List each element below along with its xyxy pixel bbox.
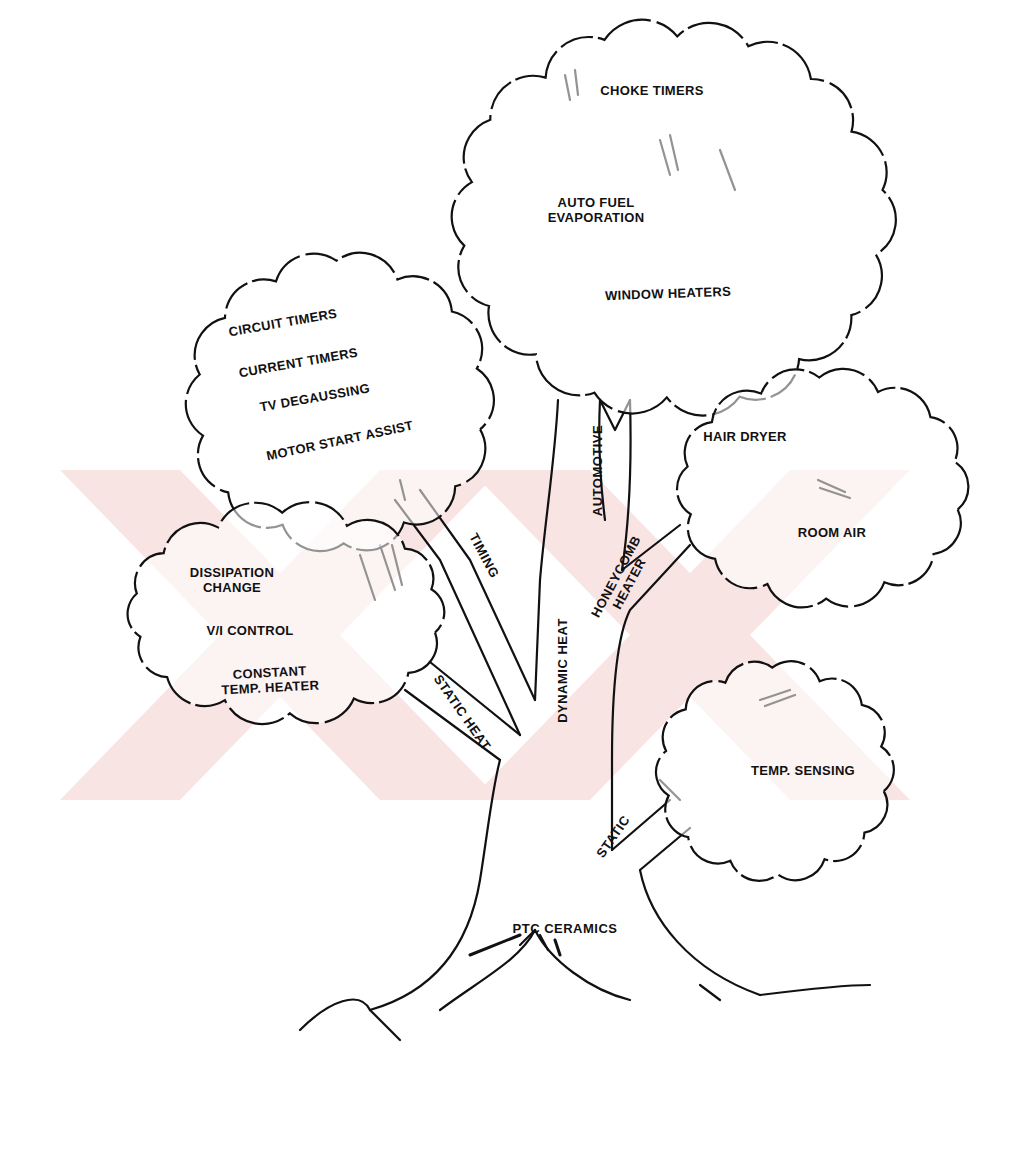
branch-label: AUTOMOTIVE (591, 424, 606, 515)
branch-label: HONEYCOMB HEATER (586, 531, 657, 629)
application-label: CHOKE TIMERS (600, 83, 703, 98)
application-label: AUTO FUEL EVAPORATION (540, 195, 652, 225)
cloud-path (128, 502, 445, 724)
application-label: TEMP. SENSING (751, 763, 855, 778)
application-label: V/I CONTROL (206, 623, 293, 638)
cloud-path (677, 369, 968, 608)
cloud-path (186, 253, 494, 551)
canopy-cloud: CHOKE TIMERSAUTO FUEL EVAPORATIONWINDOW … (452, 22, 892, 414)
cloud-outline (452, 22, 892, 414)
branch-label: TIMING (466, 530, 502, 580)
application-label: CONSTANT TEMP. HEATER (214, 662, 325, 698)
canopy-cloud: HAIR DRYER ROOM AIR (673, 368, 972, 608)
branch-label: STATIC HEAT (430, 671, 493, 752)
cloud-path (452, 20, 896, 416)
branch-label: PTC CERAMICS (510, 921, 620, 936)
cloud-path (656, 661, 894, 881)
canopy-cloud: DISSIPATION CHANGE V/I CONTROL CONSTANT TE… (122, 503, 450, 723)
cloud-outline (185, 252, 495, 552)
canopy-cloud: CIRCUIT TIMERSCURRENT TIMERSTV DEGAUSSIN… (185, 252, 495, 552)
cloud-outline (673, 368, 972, 608)
canopy-cloud: TEMP. SENSING (652, 658, 898, 884)
application-label: ROOM AIR (798, 525, 866, 540)
application-label: DISSIPATION CHANGE (177, 565, 287, 595)
application-label: HAIR DRYER (703, 429, 786, 444)
branch-label: STATIC (593, 812, 633, 860)
branch-label: DYNAMIC HEAT (554, 618, 569, 723)
